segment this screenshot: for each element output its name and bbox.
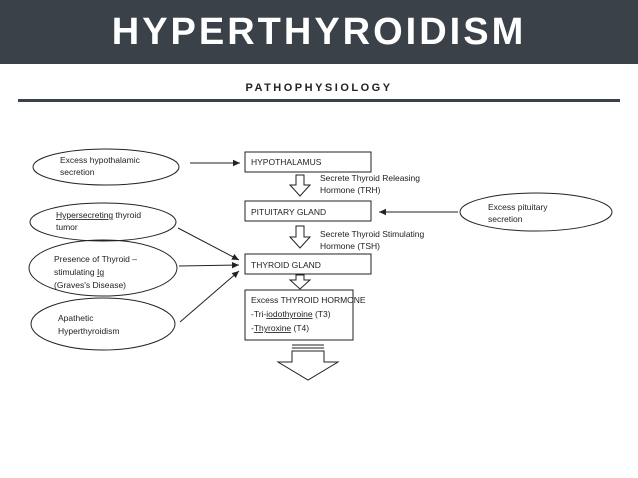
- cause-ellipse: [30, 297, 176, 351]
- cause-label-rest: thyroid: [113, 210, 141, 220]
- cause-label-line2: Hyperthyroidism: [58, 326, 119, 336]
- box-pituitary-gland: PITUITARY GLAND: [244, 200, 372, 222]
- cause-label-line1: Apathetic: [58, 313, 94, 323]
- box-frame: [244, 289, 354, 341]
- cause-label-line1: Presence of Thyroid –: [54, 254, 137, 264]
- cause-pituitary-secretion: Excess pituitary secretion: [459, 192, 613, 232]
- hormone-pre: -: [251, 323, 254, 333]
- box-label: PITUITARY GLAND: [251, 207, 326, 217]
- box-hypothalamus: HYPOTHALAMUS: [244, 151, 372, 173]
- title-bar: HYPERTHYROIDISM: [0, 0, 638, 64]
- step-trh: Secrete Thyroid Releasing Hormone (TRH): [320, 173, 420, 195]
- hormone-pre: -Tri-: [251, 309, 266, 319]
- cause-label-line1: Hypersecreting thyroid: [56, 210, 141, 220]
- cause-ellipse: [459, 192, 613, 232]
- step-label-line1: Secrete Thyroid Stimulating: [320, 229, 425, 239]
- cause-hypersecreting-tumor: Hypersecreting thyroid tumor: [29, 202, 177, 242]
- box-frame: [244, 253, 372, 275]
- step-label-line1: Secrete Thyroid Releasing: [320, 173, 420, 183]
- box-frame: [244, 200, 372, 222]
- cause-label-pre: stimulating: [54, 267, 97, 277]
- cause-ellipse: [32, 148, 180, 186]
- spellcheck-word: iodothyroine: [266, 309, 313, 319]
- slide-title: HYPERTHYROIDISM: [111, 10, 527, 53]
- spellcheck-word: Thyroxine: [254, 323, 292, 333]
- output-arrow: [276, 344, 340, 381]
- cause-ellipse: [29, 202, 177, 242]
- cause-hypothalamic-secretion: Excess hypothalamic secretion: [32, 148, 180, 186]
- cause-apathetic: Apathetic Hyperthyroidism: [30, 297, 176, 351]
- box-label-line2: -Tri-iodothyroine (T3): [251, 309, 331, 319]
- block-arrow-down-2: [288, 225, 312, 249]
- cause-label-line3: (Graves's Disease): [54, 280, 126, 290]
- arrow-graves-to-thyroid: [178, 261, 240, 269]
- arrow-tumor-to-thyroid: [177, 227, 240, 261]
- cause-label-line2: stimulating Ig: [54, 267, 104, 277]
- step-tsh: Secrete Thyroid Stimulating Hormone (TSH…: [320, 229, 425, 251]
- cause-label-line2: secretion: [488, 214, 523, 224]
- cause-graves-disease: Presence of Thyroid – stimulating Ig (Gr…: [28, 239, 178, 297]
- slide-subtitle: PATHOPHYSIOLOGY: [245, 82, 393, 94]
- step-label-line2: Hormone (TSH): [320, 241, 380, 251]
- box-label: HYPOTHALAMUS: [251, 157, 322, 167]
- cause-label-line2: tumor: [56, 222, 78, 232]
- step-label-line2: Hormone (TRH): [320, 185, 381, 195]
- spellcheck-word: Hypersecreting: [56, 210, 113, 220]
- box-label-line1: Excess THYROID HORMONE: [251, 295, 366, 305]
- cause-label-line1: Excess hypothalamic: [60, 155, 141, 165]
- cause-label-line2: secretion: [60, 167, 95, 177]
- block-arrow-down-1: [288, 174, 312, 197]
- box-label-line3: -Thyroxine (T4): [251, 323, 309, 333]
- hormone-rest: (T3): [313, 309, 331, 319]
- box-frame: [244, 151, 372, 173]
- arrow-apathetic-to-thyroid: [179, 270, 240, 323]
- box-thyroid-gland: THYROID GLAND: [244, 253, 372, 275]
- box-label: THYROID GLAND: [251, 260, 321, 270]
- hormone-rest: (T4): [291, 323, 309, 333]
- block-arrow-down-3: [288, 274, 312, 290]
- output-arrow-body: [276, 350, 340, 381]
- spellcheck-word: Ig: [97, 267, 104, 277]
- cause-ellipse: [28, 239, 178, 297]
- box-thyroid-hormone: Excess THYROID HORMONE -Tri-iodothyroine…: [244, 289, 366, 341]
- title-divider: [18, 99, 620, 102]
- cause-label-line1: Excess pituitary: [488, 202, 548, 212]
